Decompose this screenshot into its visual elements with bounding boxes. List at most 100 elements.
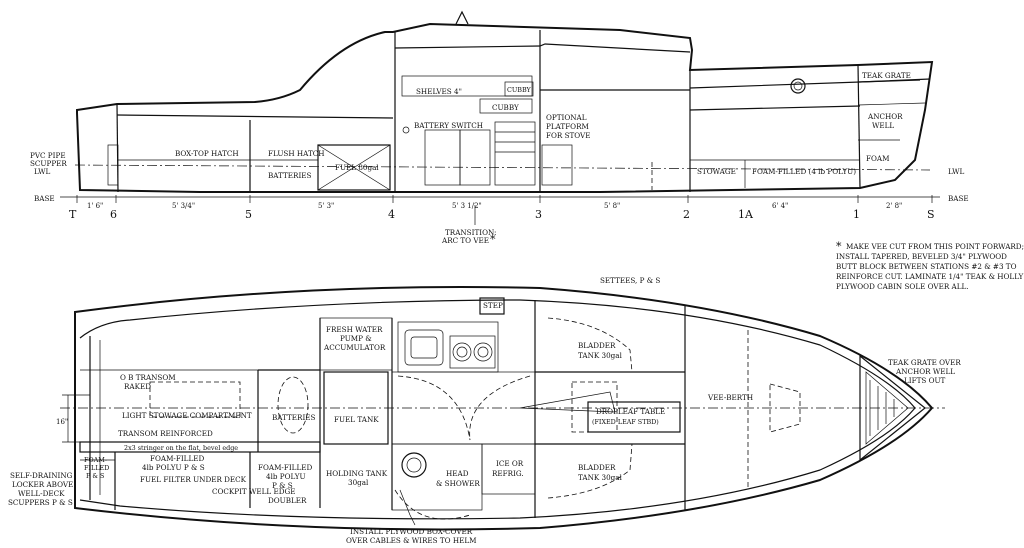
lwl-line: [74, 164, 931, 171]
teak-grate-plan-label-3: LIFTS OUT: [904, 376, 946, 385]
fresh-water-label-2: PUMP &: [340, 334, 372, 343]
vee-cut-note: * MAKE VEE CUT FROM THIS POINT FORWARD; …: [836, 240, 1024, 291]
station-ticks: [76, 195, 933, 225]
optional-platform-label-1: OPTIONAL: [546, 113, 587, 122]
bladder-top-outline: [547, 317, 633, 373]
foam-polyu-label-3: P & S: [272, 481, 293, 490]
mast-stub: [455, 10, 469, 25]
cubby-top-label: CUBBY: [507, 86, 532, 94]
anchor-well-label-2: WELL: [872, 121, 894, 130]
holding-label-2: 30gal: [348, 478, 369, 487]
station-3: 3: [535, 208, 542, 221]
bladder-bot-label-1: BLADDER: [578, 463, 616, 472]
note-line-3: BUTT BLOCK BETWEEN STATIONS #2 & #3 TO: [836, 262, 1017, 271]
note-line-4: REINFORCE CUT. LAMINATE 1/4" TEAK & HOLL…: [836, 272, 1024, 281]
note-line-5: PLYWOOD CABIN SOLE OVER ALL.: [836, 282, 969, 291]
note-line-2: INSTALL TAPERED, BEVELED 3/4" PLYWOOD: [836, 252, 1007, 261]
toilet-icon: [401, 452, 427, 478]
pvc-label-3: LWL: [34, 167, 51, 176]
flush-hatch-label: FLUSH HATCH: [268, 149, 325, 158]
cockpit-well-label: COCKPIT WELL EDGE: [212, 487, 295, 496]
dim-4: 5' 3 1/2": [452, 202, 482, 210]
lwl-right-label: LWL: [948, 167, 965, 176]
dim-7: 2' 8": [886, 202, 902, 210]
locker-1: [424, 129, 461, 186]
stringer-label: 2x3 stringer on the flat, bevel edge: [124, 444, 238, 452]
grate-line: [857, 79, 921, 83]
optional-platform-label-2: PLATFORM: [546, 122, 589, 131]
head-box: [391, 443, 483, 511]
fuel-filter-label: FUEL FILTER UNDER DECK: [140, 475, 247, 484]
cubby-box: [479, 98, 533, 114]
drawer-stack: [494, 121, 536, 186]
station-t: T: [69, 208, 77, 221]
battery-switch-label: BATTERY SWITCH: [414, 121, 483, 130]
stowage-label: STOWAGE: [697, 167, 736, 176]
anchor-well-label-1: ANCHOR: [867, 112, 903, 121]
station-4: 4: [388, 208, 395, 221]
self-drain-label-2: LOCKER ABOVE: [12, 480, 73, 489]
foam-pl-label-3: P & S: [86, 472, 104, 480]
foam-polyu-label-2: 4lb POLYU: [266, 472, 306, 481]
step-box: [479, 297, 505, 315]
foam-pl-label-1: FOAM-: [84, 456, 107, 464]
fresh-water-label-1: FRESH WATER: [326, 325, 383, 334]
light-stowage-label: LIGHT STOWAGE COMPARTMENT: [122, 411, 252, 420]
ob-transom-label-2: RAKED: [124, 382, 151, 391]
transition-label-2: ARC TO VEE: [441, 236, 489, 245]
base-left-label: BASE: [34, 194, 55, 203]
bladder-top-label-2: TANK 30gal: [578, 351, 623, 360]
batteries-label: BATTERIES: [268, 171, 312, 180]
table-leaf: [519, 391, 616, 413]
dim-1: 1' 6": [87, 202, 103, 210]
cubby-label: CUBBY: [492, 103, 519, 112]
ob-transom-label-1: O B TRANSOM: [120, 373, 176, 382]
fresh-water-label-3: ACCUMULATOR: [323, 343, 386, 352]
stove-platform: [541, 144, 573, 186]
pvc-label-1: PVC PIPE: [30, 151, 66, 160]
head-label-2: & SHOWER: [436, 479, 480, 488]
bladder-top-label-1: BLADDER: [578, 341, 616, 350]
shelves-label: SHELVES 4": [416, 87, 462, 96]
dim-3: 5' 3": [318, 202, 334, 210]
holding-label-1: HOLDING TANK: [326, 469, 388, 478]
plan-view: SETTEES, P & S STEP FRESH WATER PUMP & A…: [8, 276, 961, 545]
foam-pl-label-2: FILLED: [84, 464, 109, 472]
station-6: 6: [110, 208, 117, 221]
settees-label: SETTEES, P & S: [600, 276, 660, 285]
self-drain-label-4: SCUPPERS P & S: [8, 498, 73, 507]
box-top-hatch-label: BOX-TOP HATCH: [175, 149, 239, 158]
bladder-bot-label-2: TANK 30gal: [578, 473, 623, 482]
bulkhead-1: [857, 64, 861, 189]
inner-sheer: [79, 299, 916, 520]
dropleaf-label-1: DROPLEAF TABLE: [596, 407, 665, 416]
station-s: S: [927, 208, 935, 221]
sink-icon: [404, 329, 444, 366]
batteries-plan-label: BATTERIES: [272, 413, 316, 422]
note-line-1: MAKE VEE CUT FROM THIS POINT FORWARD;: [846, 242, 1024, 251]
vee-berth-label: VEE-BERTH: [707, 393, 753, 402]
plywood-label-2: OVER CABLES & WIRES TO HELM: [346, 536, 477, 545]
note-star: *: [836, 240, 842, 253]
teak-grate-hatch: [869, 380, 895, 436]
foam-filled-label: FOAM-FILLED (4 lb POLYU): [752, 167, 856, 176]
teak-grate-plan-label-1: TEAK GRATE OVER: [888, 358, 961, 367]
teak-grate-plan-label-2: ANCHOR WELL: [895, 367, 955, 376]
cabin-top: [394, 43, 691, 53]
shelves-box: [401, 75, 533, 97]
foam-polyu-label-1: FOAM-FILLED: [258, 463, 312, 472]
batteries-outline: [277, 376, 309, 434]
transom-reinforced-label: TRANSOM REINFORCED: [118, 429, 213, 438]
station-2: 2: [683, 208, 690, 221]
fuel-label: FUEL 80gal: [335, 163, 379, 172]
locker-2: [459, 129, 491, 186]
doubler-label: DOUBLER: [268, 496, 307, 505]
hull-plan: [74, 286, 934, 531]
station-1a: 1A: [738, 208, 754, 221]
plywood-label-1: INSTALL PLYWOOD BOX-COVER: [350, 527, 473, 536]
dropleaf-table: [587, 401, 681, 433]
fuel-tank-plan: [323, 371, 389, 445]
self-drain-label-1: SELF-DRAINING: [10, 471, 73, 480]
ice-box: [481, 443, 536, 495]
